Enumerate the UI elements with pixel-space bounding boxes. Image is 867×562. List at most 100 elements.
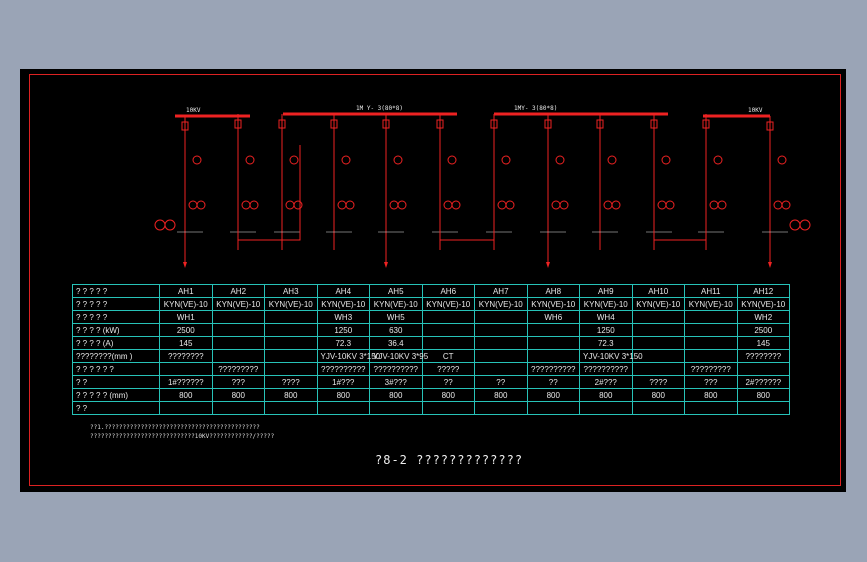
table-cell: 2#?????? [736, 375, 790, 389]
table-cell: 800 [316, 388, 370, 402]
pt-symbol [497, 200, 507, 210]
table-cell [159, 401, 213, 415]
row-label: ????????(mm ) [72, 349, 160, 363]
table-cell [526, 349, 580, 363]
pt-symbol [559, 200, 569, 210]
table-cell: ?? [474, 375, 528, 389]
table-cell: ???? [631, 375, 685, 389]
table-cell: 2#??? [579, 375, 633, 389]
table-cell [264, 349, 318, 363]
table-cell [421, 336, 475, 350]
row-label: ? ? ? ? (kW) [72, 323, 160, 337]
table-cell: KYN(VE)-10 [264, 297, 318, 311]
table-cell: 36.4 [369, 336, 423, 350]
ct-symbol [661, 155, 671, 165]
table-cell: 2500 [159, 323, 213, 337]
table-cell: 630 [369, 323, 423, 337]
table-cell [474, 336, 528, 350]
table-cell: 800 [211, 388, 265, 402]
table-cell: 800 [684, 388, 738, 402]
pt-symbol [709, 200, 719, 210]
table-cell: ?????????? [526, 362, 580, 376]
table-cell: WH1 [159, 310, 213, 324]
table-cell: ???? [264, 375, 318, 389]
table-cell: KYN(VE)-10 [211, 297, 265, 311]
arrester-symbol [799, 219, 811, 231]
ct-symbol [447, 155, 457, 165]
table-cell: 800 [579, 388, 633, 402]
table-cell: ?????????? [369, 362, 423, 376]
breaker-symbol [702, 119, 710, 129]
table-cell: KYN(VE)-10 [369, 297, 423, 311]
table-cell [631, 323, 685, 337]
table-cell: KYN(VE)-10 [159, 297, 213, 311]
table-row: ? ? [72, 401, 790, 415]
table-cell [316, 401, 370, 415]
breaker-symbol [181, 121, 189, 131]
ct-symbol [245, 155, 255, 165]
table-cell [264, 310, 318, 324]
table-cell: KYN(VE)-10 [474, 297, 528, 311]
arrester-symbol [789, 219, 801, 231]
pt-symbol [603, 200, 613, 210]
table-cell: 3#??? [369, 375, 423, 389]
table-cell [579, 401, 633, 415]
pt-symbol [611, 200, 621, 210]
table-cell: WH3 [316, 310, 370, 324]
pt-symbol [188, 200, 198, 210]
ct-symbol [341, 155, 351, 165]
ct-symbol [289, 155, 299, 165]
table-cell: ?????????? [579, 362, 633, 376]
ct-symbol [393, 155, 403, 165]
ct-symbol [713, 155, 723, 165]
table-cell: 1250 [316, 323, 370, 337]
table-cell: WH5 [369, 310, 423, 324]
bus-label-right: 10KV [748, 107, 763, 114]
breaker-symbol [596, 119, 604, 129]
table-cell: WH2 [736, 310, 790, 324]
table-cell: 800 [369, 388, 423, 402]
row-label: ? ? ? ? ? (mm) [72, 388, 160, 402]
breaker-symbol [490, 119, 498, 129]
table-cell: AH4 [316, 284, 370, 298]
table-cell [684, 323, 738, 337]
table-cell [211, 349, 265, 363]
table-cell [421, 323, 475, 337]
breaker-symbol [330, 119, 338, 129]
table-cell [684, 336, 738, 350]
table-cell: AH2 [211, 284, 265, 298]
table-cell: KYN(VE)-10 [736, 297, 790, 311]
table-cell: KYN(VE)-10 [579, 297, 633, 311]
table-cell [264, 323, 318, 337]
pt-symbol [337, 200, 347, 210]
pt-symbol [293, 200, 303, 210]
table-cell [736, 362, 790, 376]
table-cell: 800 [526, 388, 580, 402]
breaker-symbol [544, 119, 552, 129]
ct-symbol [777, 155, 787, 165]
table-cell: 1250 [579, 323, 633, 337]
table-cell: WH4 [579, 310, 633, 324]
table-cell [526, 323, 580, 337]
table-cell: WH6 [526, 310, 580, 324]
pt-symbol [389, 200, 399, 210]
table-cell [474, 401, 528, 415]
pt-symbol [397, 200, 407, 210]
table-cell: AH6 [421, 284, 475, 298]
table-cell: 800 [631, 388, 685, 402]
table-cell: 72.3 [579, 336, 633, 350]
pt-symbol [345, 200, 355, 210]
table-cell: ??? [684, 375, 738, 389]
ct-symbol [192, 155, 202, 165]
table-cell [684, 310, 738, 324]
note-line-1: ??1.????????????????????????????????????… [90, 424, 260, 431]
table-cell [264, 336, 318, 350]
table-cell: ?????????? [316, 362, 370, 376]
drawing-canvas [20, 69, 846, 492]
table-cell: YJV-10KV 3*150 [316, 349, 380, 363]
